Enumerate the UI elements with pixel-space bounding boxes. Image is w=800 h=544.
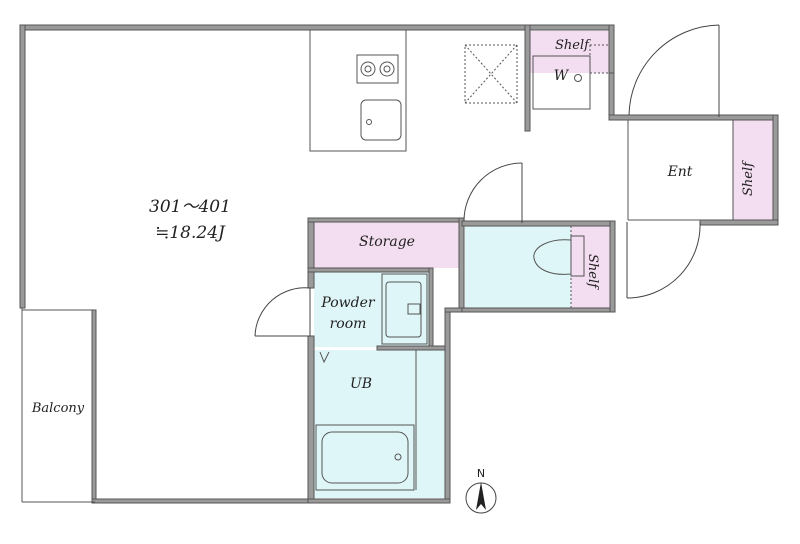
wall-washer-lower xyxy=(608,72,615,120)
toilet-bowl xyxy=(533,239,572,275)
wall-top xyxy=(21,24,531,31)
wall-washer-right xyxy=(608,24,615,76)
fridge-x-b xyxy=(464,44,518,104)
bathtub-inner xyxy=(321,431,409,484)
kitchen-sink xyxy=(360,99,402,141)
wall-ent-right xyxy=(772,114,779,226)
main-area-label: ≒18.24J xyxy=(155,223,226,243)
sink-drain xyxy=(366,119,372,125)
washer-drain xyxy=(574,74,582,82)
compass-north-label: N xyxy=(477,467,485,480)
wall-storage-top xyxy=(307,217,464,223)
wall-washer-left xyxy=(524,24,531,132)
toilet-fill xyxy=(465,226,571,308)
top-shelf-fill xyxy=(530,31,610,73)
wall-storage-bottom xyxy=(307,267,433,273)
ent-shelf-label: Shelf xyxy=(741,160,756,196)
burner-left-icon xyxy=(360,61,376,77)
storage-fill xyxy=(314,222,460,268)
wall-top-right xyxy=(526,24,614,31)
wall-storage-right xyxy=(458,217,465,313)
burner-right-inner xyxy=(383,65,391,73)
washer-label: W xyxy=(554,68,570,84)
powder-room-fill xyxy=(314,271,431,347)
wall-toilet-bottom xyxy=(461,307,615,313)
bath-label: UB xyxy=(350,376,372,392)
bath-fill xyxy=(314,350,445,498)
wall-wet-step-top xyxy=(444,307,463,313)
top-shelf-label: Shelf xyxy=(555,38,591,53)
fridge-x-a xyxy=(464,44,518,104)
vanity-faucet xyxy=(407,303,421,315)
toilet-shelf-label: Shelf xyxy=(585,254,600,290)
ent-shelf-fill xyxy=(733,119,773,220)
burner-right-icon xyxy=(379,61,395,77)
bath-vent-icon xyxy=(319,351,330,364)
vanity-basin xyxy=(385,281,422,338)
wall-balcony-window xyxy=(91,309,97,503)
kitchen-counter xyxy=(309,29,407,152)
vanity xyxy=(381,273,428,345)
wall-toilet-top xyxy=(461,220,615,227)
wall-ent-bottom xyxy=(699,219,779,226)
powder-door-arc xyxy=(254,287,311,337)
toilet-door-arc xyxy=(463,162,523,222)
bathtub-outer xyxy=(315,424,415,491)
powder-label-line1: Powder xyxy=(320,295,376,311)
wall-powder-right xyxy=(428,267,434,349)
wall-wet-step xyxy=(444,307,451,504)
washer-shelf-edge xyxy=(589,44,610,74)
main-unit-label: 301～401 xyxy=(149,197,231,217)
wall-bath-bottom xyxy=(307,498,451,504)
washer-pan xyxy=(532,55,591,110)
wall-powder-bath xyxy=(376,345,448,351)
powder-label-line2: room xyxy=(330,316,367,332)
ent-door-arc-bottom xyxy=(626,221,701,299)
balcony-label: Balcony xyxy=(31,401,85,416)
storage-label: Storage xyxy=(359,234,415,250)
wall-wet-left xyxy=(307,217,315,289)
stove xyxy=(356,54,399,84)
north-compass-icon xyxy=(465,482,497,514)
wall-bottom-main xyxy=(91,498,313,504)
wall-left xyxy=(19,24,26,309)
bathtub-drain xyxy=(394,453,402,461)
fridge-space xyxy=(464,44,518,104)
entrance-label: Ent xyxy=(667,164,693,180)
ent-door-arc-top xyxy=(628,24,720,116)
toilet-shelf-fill xyxy=(571,226,610,308)
wall-wet-left-lower xyxy=(307,335,315,503)
wall-toilet-right xyxy=(609,220,616,313)
wall-ent-top xyxy=(608,114,779,121)
burner-left-inner xyxy=(364,65,372,73)
